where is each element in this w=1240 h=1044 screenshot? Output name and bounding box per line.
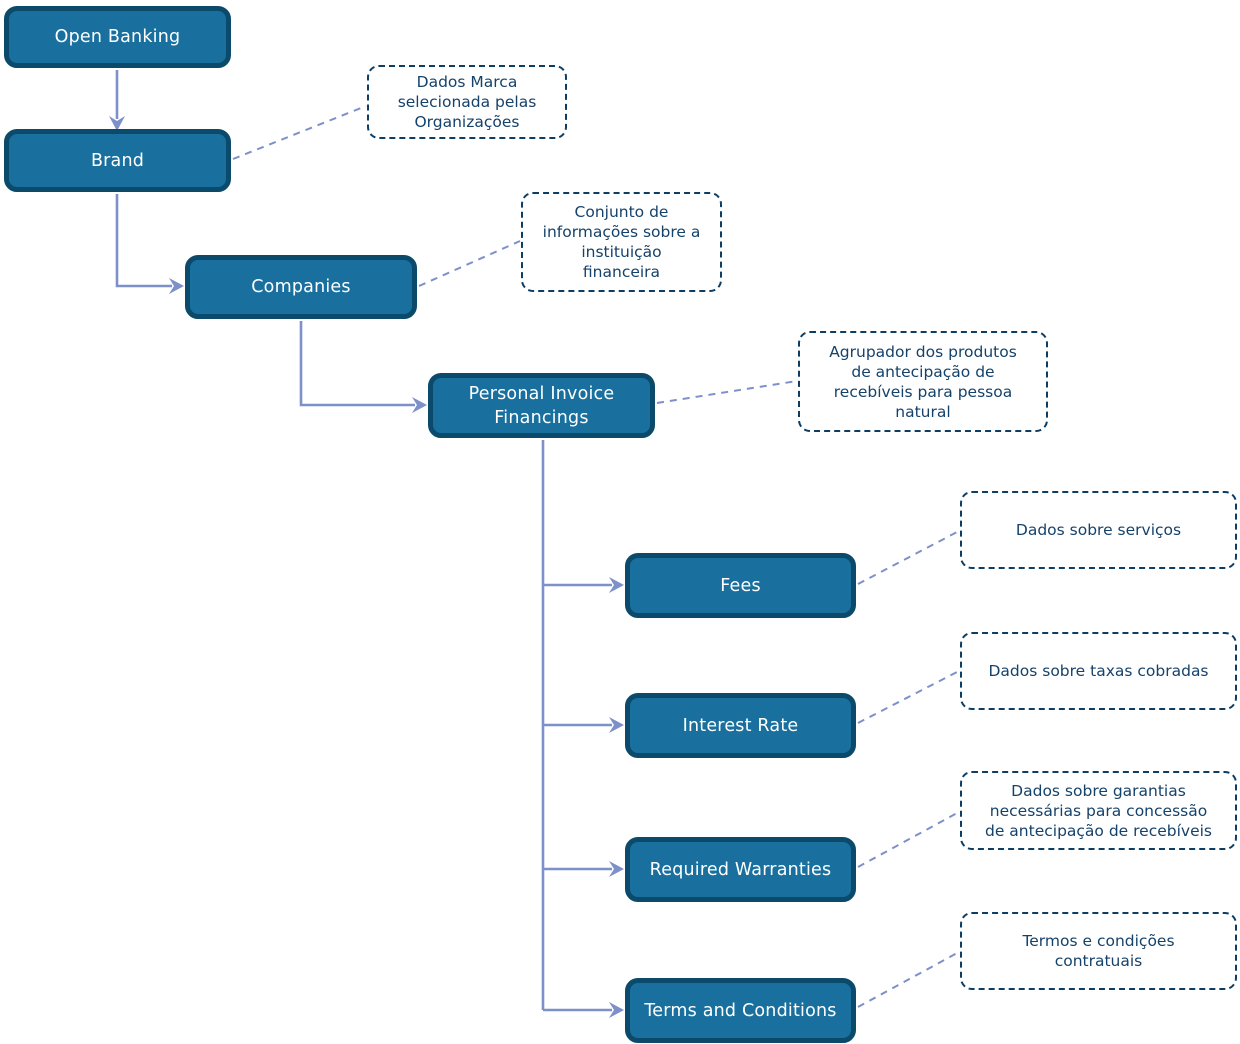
dashed-connector-personal-invoice-financings-annotation — [656, 380, 798, 404]
annotation-companies: Conjunto de informações sobre a institui… — [521, 192, 722, 292]
node-brand: Brand — [4, 129, 231, 192]
annotation-interest-rate: Dados sobre taxas cobradas — [960, 632, 1237, 710]
arrowhead-right-required-warranties-icon — [609, 861, 624, 877]
node-terms-and-conditions: Terms and Conditions — [625, 978, 856, 1043]
annotation-terms-and-conditions: Termos e condições contratuais — [960, 912, 1237, 990]
dashed-connector-terms-and-conditions-annotation — [857, 951, 960, 1008]
connector-brand-to-companies — [115, 194, 172, 288]
dashed-connector-companies-annotation — [418, 240, 521, 287]
node-open-banking: Open Banking — [4, 6, 231, 68]
dashed-connector-interest-rate-annotation — [857, 670, 960, 724]
annotation-brand: Dados Marca selecionada pelas Organizaçõ… — [367, 65, 567, 139]
node-required-warranties: Required Warranties — [625, 837, 856, 902]
arrowhead-right-interest-rate-icon — [609, 717, 624, 733]
connector-companies-to-personal-invoice-financings — [299, 321, 415, 407]
node-companies: Companies — [185, 255, 417, 319]
node-interest-rate: Interest Rate — [625, 693, 856, 758]
dashed-connector-brand-annotation — [232, 105, 367, 160]
arrowhead-right-terms-and-conditions-icon — [609, 1002, 624, 1018]
arrowhead-right-fees-icon — [609, 577, 624, 593]
arrowhead-down-brand-icon — [109, 116, 125, 131]
arrowhead-right-companies-icon — [169, 278, 184, 294]
annotation-fees: Dados sobre serviços — [960, 491, 1237, 569]
arrowhead-right-personal-invoice-financings-icon — [412, 397, 427, 413]
annotation-required-warranties: Dados sobre garantias necessárias para c… — [960, 771, 1237, 850]
node-fees: Fees — [625, 553, 856, 618]
node-personal-invoice-financings: Personal Invoice Financings — [428, 373, 655, 438]
annotation-personal-invoice-financings: Agrupador dos produtos de antecipação de… — [798, 331, 1048, 432]
dashed-connector-fees-annotation — [857, 530, 960, 585]
dashed-connector-required-warranties-annotation — [857, 811, 960, 868]
